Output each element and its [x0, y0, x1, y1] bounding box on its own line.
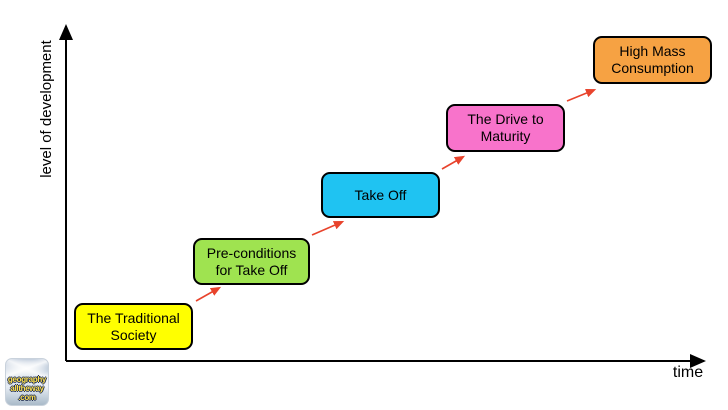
- arrow-takeoff-to-maturity: [441, 155, 466, 170]
- stage-label-line: Pre-conditions: [206, 244, 297, 261]
- stage-label-line: Take Off: [354, 186, 407, 203]
- stage-box-high-mass-consumption: High Mass Consumption: [593, 36, 712, 84]
- stage-box-traditional-society: The Traditional Society: [74, 303, 193, 350]
- stage-label-line: Society: [110, 326, 157, 343]
- x-axis-label: time: [672, 364, 704, 381]
- stage-box-drive-to-maturity: The Drive to Maturity: [446, 104, 565, 152]
- logo-text-line: geography: [7, 375, 47, 384]
- stage-label-line: The Drive to: [467, 111, 544, 127]
- stage-label-line: High Mass: [619, 43, 686, 59]
- logo-text-line: alltheway: [10, 384, 44, 393]
- logo-text-line: .com: [18, 393, 36, 402]
- stage-label-line: Consumption: [611, 60, 694, 76]
- arrow-preconditions-to-takeoff: [311, 221, 345, 236]
- stage-label-line: Maturity: [480, 128, 531, 144]
- y-axis-label: level of development: [38, 40, 55, 178]
- stage-box-preconditions-for-take-off: Pre-conditions for Take Off: [193, 238, 310, 285]
- stage-box-take-off: Take Off: [321, 172, 440, 218]
- geographyalltheway-logo: geography alltheway .com: [5, 358, 49, 406]
- arrow-maturity-to-consumption: [566, 88, 597, 102]
- stage-label-line: for Take Off: [215, 261, 288, 278]
- stage-label-line: The Traditional: [87, 309, 180, 326]
- arrow-traditional-to-preconditions: [195, 286, 222, 302]
